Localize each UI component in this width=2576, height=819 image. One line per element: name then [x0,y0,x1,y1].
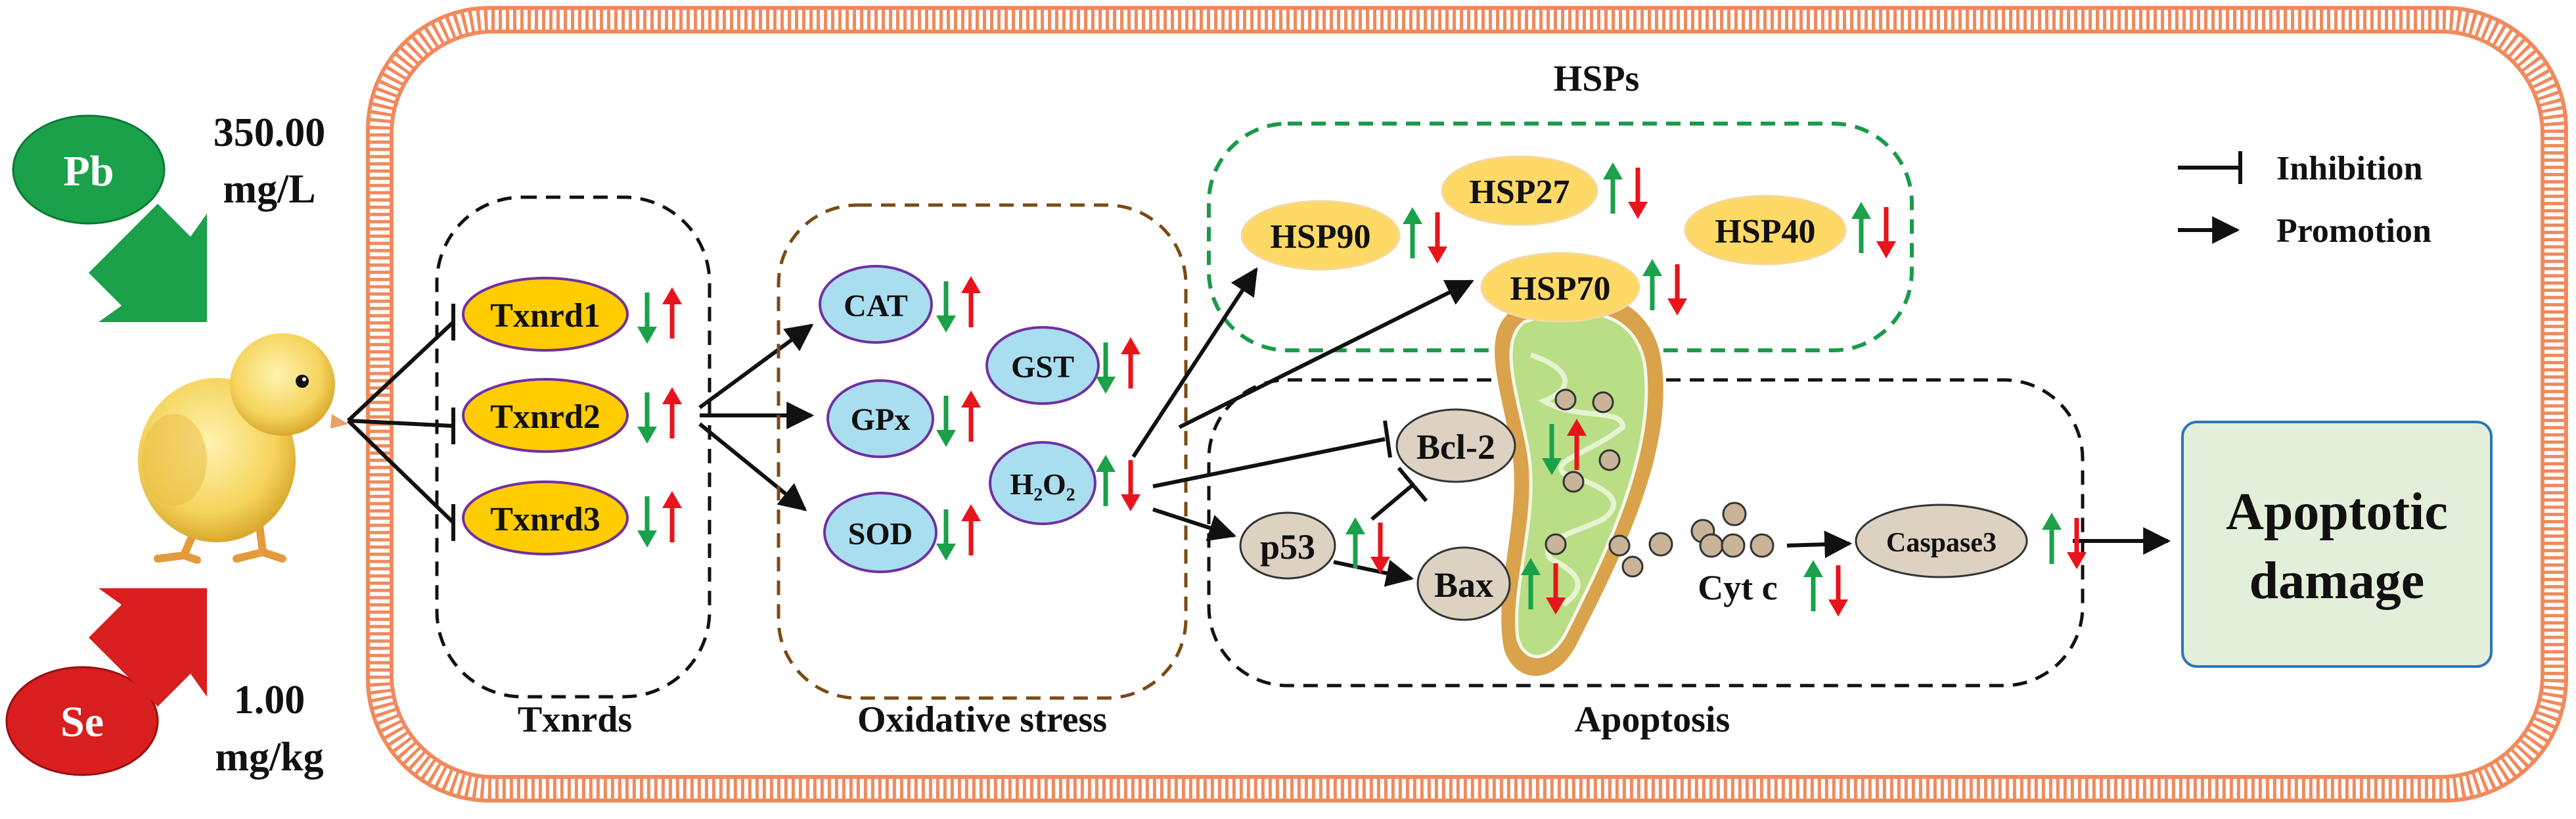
cat-label: CAT [844,289,908,323]
txnrd1-label: Txnrd1 [490,297,600,335]
txnrd1-up-arrow-icon [662,287,682,339]
hsps-box [1207,122,1914,352]
txnrds-group: Txnrds Txnrd1 Txnrd2 Txnrd3 [435,195,712,740]
outcome-group: Apoptotic damage [2181,421,2493,668]
hsp27-up-arrow-icon [1603,162,1623,214]
txnrds-title: Txnrds [518,699,632,740]
txnrd3-label: Txnrd3 [490,501,600,538]
bax-up-arrow-icon [1521,558,1541,609]
pb-label: Pb [63,147,114,195]
cat-down-arrow-icon [936,281,956,333]
gpx-down-arrow-icon [936,396,956,447]
p53-label: p53 [1260,527,1315,567]
outcome-box [2181,421,2493,668]
h2o2-up-arrow-icon [1096,455,1116,506]
hsp40-label: HSP40 [1715,213,1815,250]
pb-input: Pb 350.00 mg/L [12,110,326,322]
gst-label: GST [1011,350,1074,385]
apoptosis-title: Apoptosis [1575,699,1730,740]
hsp40-up-arrow-icon [1851,202,1871,253]
hsp90-up-arrow-icon [1403,207,1422,258]
bax-label: Bax [1434,565,1493,605]
outcome-line-2: damage [2249,552,2425,610]
caspase3-down-arrow-icon [2067,518,2087,569]
sod-label: SOD [848,517,913,551]
legend-promotion-label: Promotion [2276,212,2431,250]
se-ellipse [5,666,159,776]
sod-up-arrow-icon [961,504,981,555]
bax-down-arrow-icon [1546,563,1566,615]
gst-up-arrow-icon [1121,337,1141,388]
hsp27-down-arrow-icon [1628,168,1648,219]
bcl2-label: Bcl-2 [1416,427,1495,467]
se-arrow [89,588,207,707]
legend: Inhibition Promotion [2178,150,2431,250]
hsps-group: HSPs [1207,59,1914,352]
txnrd3-down-arrow-icon [637,496,657,548]
txnrd2-down-arrow-icon [637,392,657,444]
outcome-line-1: Apoptotic [2226,483,2448,541]
txnrd3-up-arrow-icon [662,491,682,542]
pb-dose-value: 350.00 [214,110,326,155]
hsp27-label: HSP27 [1469,174,1570,211]
txnrd-to-oxidative-arrows [698,323,815,511]
hsp70-up-arrow-icon [1642,259,1662,310]
chick-illustration [138,333,348,564]
cytc-particles [1648,502,1774,558]
cytc-down-arrow-icon [1828,565,1848,617]
p53-up-arrow-icon [1345,517,1365,569]
se-label: Se [60,698,104,746]
pb-ellipse [12,114,166,225]
sod-down-arrow-icon [936,509,956,561]
oxidative-box [777,203,1188,700]
legend-inhibition-label: Inhibition [2276,150,2423,187]
hsp40-down-arrow-icon [1876,207,1896,258]
h2o2-label: H₂O₂ [1010,467,1075,501]
cytc-label: Cyt c [1698,568,1777,607]
hsp90-down-arrow-icon [1428,212,1447,264]
hsp90-label: HSP90 [1270,218,1370,256]
bcl2-down-arrow-icon [1542,424,1562,475]
cytc-up-arrow-icon [1803,560,1823,611]
hsp70-label: HSP70 [1510,270,1610,308]
h2o2-down-arrow-icon [1121,460,1141,511]
se-input: Se 1.00 mg/kg [5,588,324,780]
hsp70-down-arrow-icon [1667,264,1687,316]
cat-up-arrow-icon [961,276,981,327]
gpx-up-arrow-icon [961,390,981,442]
pb-dose-unit: mg/L [223,167,315,212]
regulation-indicators [637,162,2087,617]
se-dose-unit: mg/kg [215,735,323,780]
caspase3-label: Caspase3 [1886,528,1997,558]
p53-down-arrow-icon [1370,523,1390,574]
hsps-title: HSPs [1554,59,1640,99]
oxidative-title: Oxidative stress [857,699,1107,740]
pb-arrow [89,204,207,322]
mitochondrion [1495,293,1663,676]
gst-down-arrow-icon [1096,342,1116,394]
txnrds-box [435,195,712,699]
txnrd1-down-arrow-icon [637,292,657,344]
cell-membrane [366,6,2568,803]
se-dose-value: 1.00 [234,678,305,722]
apoptosis-nodes: Bcl-2 p53 Bax Cyt c Caspase3 [1239,408,2028,621]
pathway-arrows [1131,267,2171,587]
hsp-nodes: HSP90 HSP27 HSP40 HSP70 [1240,155,1847,323]
bcl2-up-arrow-icon [1567,419,1587,470]
caspase3-up-arrow-icon [2042,513,2062,564]
txnrd2-label: Txnrd2 [490,398,600,436]
oxidative-group: Oxidative stress CAT GPx SOD GST H₂O₂ [777,203,1188,740]
txnrd2-up-arrow-icon [662,387,682,438]
gpx-label: GPx [851,402,911,437]
